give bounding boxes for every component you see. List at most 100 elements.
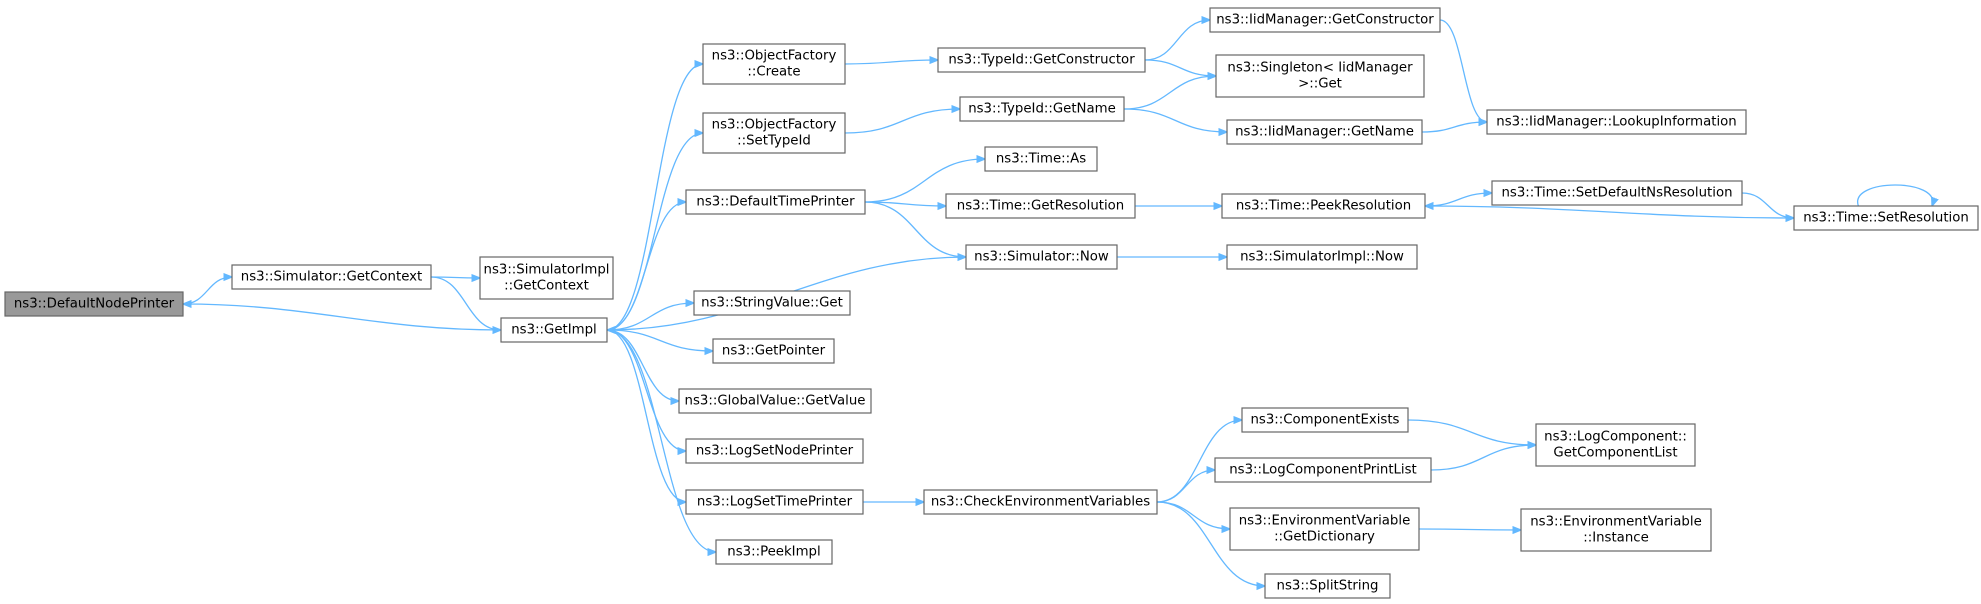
node-box xyxy=(1226,119,1423,145)
node-simulator-impl-now[interactable]: ns3::SimulatorImpl::Now xyxy=(1226,244,1418,270)
node-label: ns3::Simulator::GetContext xyxy=(241,270,422,285)
node-label: ns3::ObjectFactory xyxy=(712,49,837,64)
node-box xyxy=(231,264,432,290)
node-box xyxy=(685,189,866,215)
node-label: ::Create xyxy=(747,65,800,80)
node-type-id-get-constructor[interactable]: ns3::TypeId::GetConstructor xyxy=(937,47,1146,73)
node-box xyxy=(1241,407,1409,433)
edge-get-impl-to-get-pointer xyxy=(606,329,713,351)
node-default-time-printer[interactable]: ns3::DefaultTimePrinter xyxy=(685,189,866,215)
node-box xyxy=(965,244,1118,270)
node-box xyxy=(702,112,846,154)
node-label: ns3::ObjectFactory xyxy=(712,118,837,133)
node-label: ns3::EnvironmentVariable xyxy=(1530,515,1702,530)
edge-time-set-resolution-to-time-set-resolution xyxy=(1857,184,1933,206)
node-box xyxy=(1221,193,1426,219)
node-label: ns3::IidManager::GetName xyxy=(1235,125,1414,140)
node-singleton-iid-manager-get[interactable]: ns3::Singleton< IidManager >::Get xyxy=(1215,54,1425,98)
edges-layer xyxy=(183,20,1933,586)
node-check-environment-variables[interactable]: ns3::CheckEnvironmentVariables xyxy=(923,489,1158,515)
node-iid-manager-lookup-information[interactable]: ns3::IidManager::LookupInformation xyxy=(1486,109,1747,135)
node-label: GetComponentList xyxy=(1553,446,1677,461)
edge-iid-manager-get-constructor-to-iid-manager-lookup-information xyxy=(1439,19,1487,122)
node-label: ns3::IidManager::GetConstructor xyxy=(1216,13,1434,28)
edge-object-factory-create-to-type-id-get-constructor xyxy=(844,60,938,65)
node-label: ns3::TypeId::GetName xyxy=(968,102,1116,117)
node-box xyxy=(1214,457,1432,483)
node-box xyxy=(500,317,608,343)
node-string-value-get[interactable]: ns3::StringValue::Get xyxy=(693,290,851,316)
node-environment-variable-get-dictionary[interactable]: ns3::EnvironmentVariable::GetDictionary xyxy=(1229,507,1420,551)
node-label: ns3::LogComponentPrintList xyxy=(1229,463,1417,478)
node-label: ns3::TypeId::GetConstructor xyxy=(948,53,1135,68)
node-simulator-get-context[interactable]: ns3::Simulator::GetContext xyxy=(231,264,432,290)
node-log-component-get-component-list[interactable]: ns3::LogComponent::GetComponentList xyxy=(1535,423,1696,467)
node-label: ns3::LogSetNodePrinter xyxy=(696,444,854,459)
node-box xyxy=(1491,180,1743,206)
node-object-factory-set-type-id[interactable]: ns3::ObjectFactory::SetTypeId xyxy=(702,112,846,154)
edge-check-environment-variables-to-environment-variable-get-dictionary xyxy=(1156,501,1230,529)
node-time-peek-resolution[interactable]: ns3::Time::PeekResolution xyxy=(1221,193,1426,219)
node-box xyxy=(479,256,614,300)
node-label: ns3::Time::As xyxy=(996,152,1086,167)
edge-default-node-printer-to-simulator-get-context xyxy=(182,277,232,305)
node-get-pointer[interactable]: ns3::GetPointer xyxy=(712,338,835,364)
edge-get-impl-to-string-value-get xyxy=(606,303,694,331)
edge-simulator-get-context-to-get-impl xyxy=(430,276,501,330)
node-label: ::GetDictionary xyxy=(1274,530,1375,545)
node-iid-manager-get-name[interactable]: ns3::IidManager::GetName xyxy=(1226,119,1423,145)
node-box xyxy=(959,96,1125,122)
node-time-set-resolution[interactable]: ns3::Time::SetResolution xyxy=(1793,205,1979,231)
edge-environment-variable-get-dictionary-to-environment-variable-instance xyxy=(1418,529,1521,530)
node-box xyxy=(693,290,851,316)
node-peek-impl[interactable]: ns3::PeekImpl xyxy=(715,539,833,565)
edge-get-impl-to-log-set-time-printer xyxy=(606,329,686,502)
node-global-value-get-value[interactable]: ns3::GlobalValue::GetValue xyxy=(678,388,872,414)
node-time-get-resolution[interactable]: ns3::Time::GetResolution xyxy=(945,193,1136,219)
node-label: ns3::SimulatorImpl xyxy=(484,263,610,278)
node-iid-manager-get-constructor[interactable]: ns3::IidManager::GetConstructor xyxy=(1209,7,1441,33)
edge-check-environment-variables-to-log-component-print-list xyxy=(1156,470,1215,503)
node-split-string[interactable]: ns3::SplitString xyxy=(1264,573,1391,599)
edge-get-impl-to-default-time-printer xyxy=(606,202,686,331)
node-label: ns3::GetImpl xyxy=(511,323,596,338)
node-default-node-printer[interactable]: ns3::DefaultNodePrinter xyxy=(4,291,184,317)
edge-time-set-default-ns-resolution-to-time-set-resolution xyxy=(1741,192,1794,218)
node-label: ns3::ComponentExists xyxy=(1250,413,1399,428)
node-box xyxy=(715,539,833,565)
edge-type-id-get-constructor-to-iid-manager-get-constructor xyxy=(1144,20,1210,61)
node-label: ns3::DefaultTimePrinter xyxy=(696,195,855,210)
edge-component-exists-to-log-component-get-component-list xyxy=(1407,419,1536,445)
edge-default-time-printer-to-time-get-resolution xyxy=(864,201,946,206)
edge-time-peek-resolution-to-time-set-default-ns-resolution xyxy=(1424,193,1492,207)
node-get-impl[interactable]: ns3::GetImpl xyxy=(500,317,608,343)
edge-type-id-get-name-to-singleton-iid-manager-get xyxy=(1123,76,1216,110)
node-simulator-now[interactable]: ns3::Simulator::Now xyxy=(965,244,1118,270)
edge-default-time-printer-to-simulator-now xyxy=(864,201,966,257)
node-label: ns3::DefaultNodePrinter xyxy=(14,297,175,312)
node-box xyxy=(984,146,1098,172)
node-label: ns3::GetPointer xyxy=(722,344,826,359)
node-label: ns3::SplitString xyxy=(1277,579,1379,594)
node-box xyxy=(945,193,1136,219)
node-simulator-impl-get-context[interactable]: ns3::SimulatorImpl::GetContext xyxy=(479,256,614,300)
node-box xyxy=(1215,54,1425,98)
node-log-component-print-list[interactable]: ns3::LogComponentPrintList xyxy=(1214,457,1432,483)
node-environment-variable-instance[interactable]: ns3::EnvironmentVariable::Instance xyxy=(1520,508,1712,552)
edge-type-id-get-constructor-to-singleton-iid-manager-get xyxy=(1144,59,1216,76)
node-box xyxy=(1226,244,1418,270)
node-log-set-time-printer[interactable]: ns3::LogSetTimePrinter xyxy=(685,489,864,515)
node-label: ns3::Time::SetDefaultNsResolution xyxy=(1501,186,1732,201)
node-type-id-get-name[interactable]: ns3::TypeId::GetName xyxy=(959,96,1125,122)
node-box xyxy=(1793,205,1979,231)
node-box xyxy=(1209,7,1441,33)
edge-get-impl-to-log-set-node-printer xyxy=(606,329,686,451)
node-log-set-node-printer[interactable]: ns3::LogSetNodePrinter xyxy=(685,438,864,464)
node-box xyxy=(1535,423,1696,467)
node-component-exists[interactable]: ns3::ComponentExists xyxy=(1241,407,1409,433)
node-time-set-default-ns-resolution[interactable]: ns3::Time::SetDefaultNsResolution xyxy=(1491,180,1743,206)
node-box xyxy=(1264,573,1391,599)
node-time-as[interactable]: ns3::Time::As xyxy=(984,146,1098,172)
edge-get-impl-to-global-value-get-value xyxy=(606,329,679,401)
node-object-factory-create[interactable]: ns3::ObjectFactory::Create xyxy=(702,43,846,85)
